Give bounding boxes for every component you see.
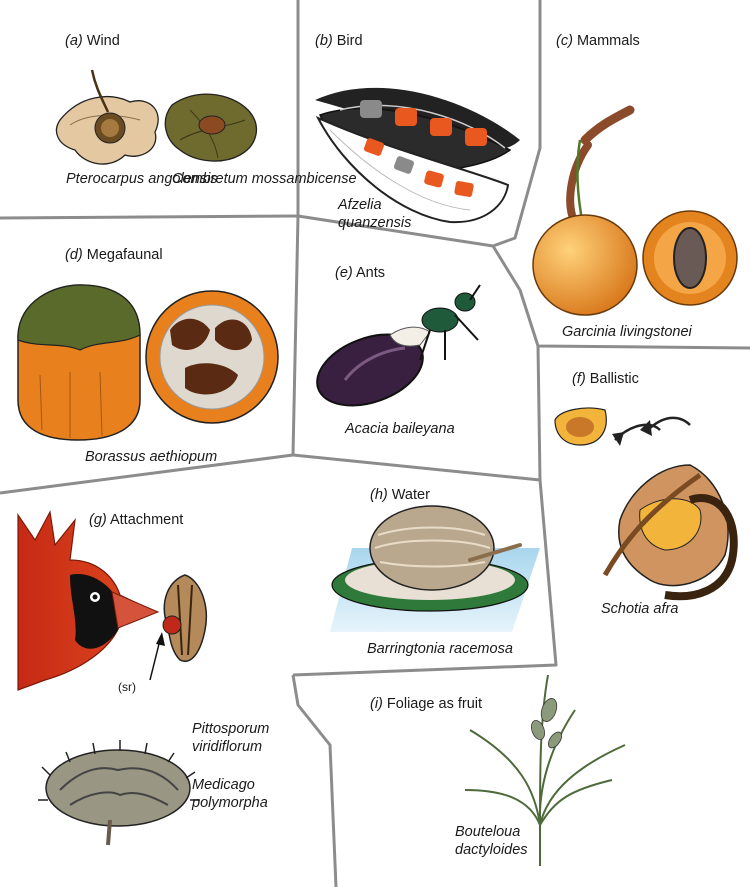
species-label: Afzelia quanzensis: [338, 197, 412, 231]
pittosporum-capsule-illustration: [149, 574, 207, 681]
acacia-seed-ant-illustration: [316, 284, 481, 407]
species-label: Bouteloua dactyloides: [455, 824, 528, 858]
medicago-burr-illustration: [38, 740, 200, 846]
species-label: Barringtonia racemosa: [367, 641, 513, 657]
panel-a-title: (a) Wind: [65, 33, 120, 49]
bouteloua-spikelets: [531, 698, 562, 749]
panel-i-title: (i) Foliage as fruit: [370, 696, 483, 712]
panel-h-title: (h) Water: [370, 487, 430, 503]
garcinia-fruit-illustration: [532, 105, 738, 316]
combretum-fruit-illustration: [164, 93, 258, 162]
species-label: Medicago polymorpha: [192, 777, 268, 811]
panel-d-title: (d) Megafaunal: [65, 247, 163, 263]
afzelia-pod-illustration: [315, 87, 520, 224]
seed-reward-annotation: (sr): [118, 680, 136, 694]
panel-e-title: (e) Ants: [335, 265, 385, 281]
species-label: Garcinia livingstonei: [562, 324, 692, 340]
bouteloua-grass-illustration: [464, 674, 626, 866]
species-label: Pittosporum viridiflorum: [192, 721, 270, 755]
species-label: Pterocarpus angolensis: [66, 171, 218, 187]
panel-c-title: (c) Mammals: [556, 33, 640, 49]
schotia-pod-illustration: [554, 407, 738, 601]
cardinal-bird-illustration: [17, 510, 160, 691]
pterocarpus-fruit-illustration: [55, 69, 159, 165]
borassus-fruit-illustration: [17, 284, 279, 441]
panel-b-title: (b) Bird: [315, 33, 363, 49]
species-label: Schotia afra: [601, 601, 679, 617]
panel-g-title: (g) Attachment: [89, 512, 184, 528]
panel-f-title: (f) Ballistic: [572, 371, 639, 387]
barringtonia-fruit-illustration: [330, 505, 540, 632]
species-label: Borassus aethiopum: [85, 449, 218, 465]
species-label: Acacia baileyana: [345, 421, 455, 437]
species-label: Combretum mossambicense: [172, 171, 357, 187]
